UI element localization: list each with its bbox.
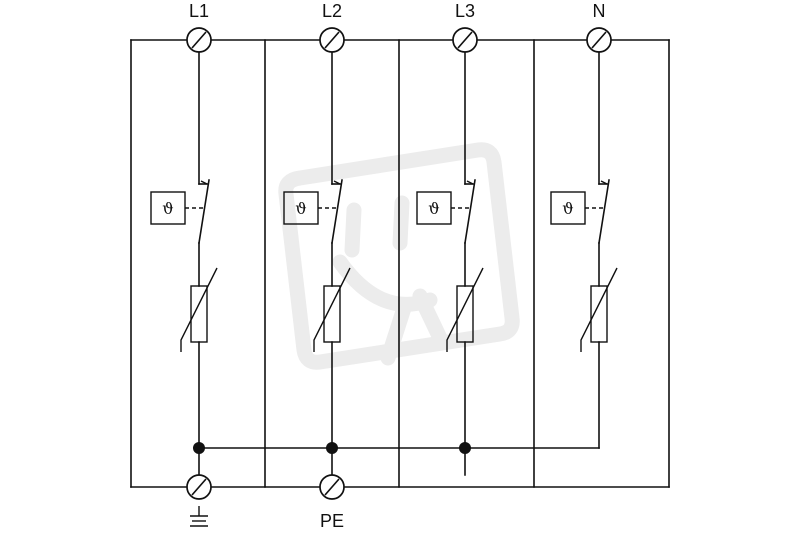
switch-blade bbox=[464, 179, 476, 244]
pe-terminal bbox=[319, 474, 345, 500]
watermark-plug-prongs bbox=[332, 195, 448, 366]
plug-watermark-icon bbox=[278, 142, 520, 370]
phase-label-3: L3 bbox=[455, 1, 475, 21]
phase-column-2: ϑ bbox=[283, 27, 351, 476]
switch-hook bbox=[200, 180, 208, 185]
phase-column-1: ϑ bbox=[150, 27, 218, 476]
terminal-slash bbox=[324, 478, 340, 496]
ground-terminal bbox=[186, 474, 212, 500]
varistor-slash bbox=[313, 267, 351, 352]
switch-hook bbox=[600, 180, 608, 185]
pe-label: PE bbox=[320, 511, 344, 531]
thermal-symbol: ϑ bbox=[562, 199, 573, 218]
switch-hook bbox=[466, 180, 474, 185]
junction-dot bbox=[459, 442, 471, 454]
switch-blade bbox=[598, 179, 610, 244]
terminal-slash bbox=[591, 31, 607, 49]
thermal-symbol: ϑ bbox=[162, 199, 173, 218]
varistor-slash bbox=[180, 267, 218, 352]
phase-label-4: N bbox=[593, 1, 606, 21]
switch-blade bbox=[198, 179, 210, 244]
terminal-slash bbox=[457, 31, 473, 49]
varistor-slash bbox=[446, 267, 484, 352]
earth-ground-icon bbox=[190, 506, 208, 527]
terminal-slash bbox=[324, 31, 340, 49]
varistor-slash bbox=[580, 267, 618, 352]
terminal-slash bbox=[191, 31, 207, 49]
junction-dot bbox=[326, 442, 338, 454]
terminal-slash bbox=[191, 478, 207, 496]
labels: L1 L2 L3 N PE bbox=[189, 1, 606, 531]
thermal-symbol: ϑ bbox=[295, 199, 306, 218]
switch-hook bbox=[333, 180, 341, 185]
phase-label-1: L1 bbox=[189, 1, 209, 21]
junction-dot bbox=[193, 442, 205, 454]
watermark-plug-body bbox=[278, 142, 520, 370]
switch-blade bbox=[331, 179, 343, 244]
phase-column-3: ϑ bbox=[416, 27, 484, 476]
phase-column-4: ϑ bbox=[550, 27, 618, 449]
thermal-symbol: ϑ bbox=[428, 199, 439, 218]
phase-label-2: L2 bbox=[322, 1, 342, 21]
wiring bbox=[130, 39, 670, 488]
